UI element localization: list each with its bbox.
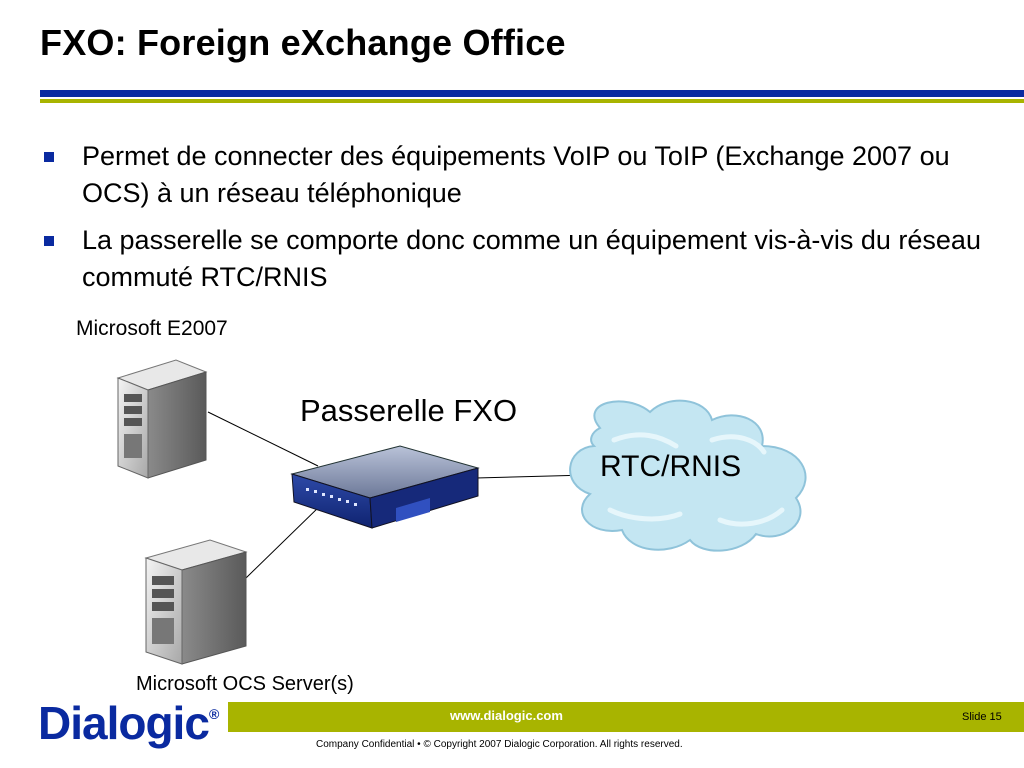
link-gateway-cloud: [475, 474, 589, 479]
bullet-text: Permet de connecter des équipements VoIP…: [82, 141, 950, 208]
title-rule-olive: [40, 99, 1024, 103]
link-e2007-gateway: [207, 411, 319, 467]
slide-number: Slide 15: [962, 711, 1002, 723]
gateway-device-icon: [290, 445, 480, 529]
server-top-label: Microsoft E2007: [76, 317, 228, 340]
title-rule-blue: [40, 90, 1024, 97]
logo-text: Dialogic: [38, 697, 210, 749]
gateway-label: Passerelle FXO: [300, 393, 518, 428]
bullet-list: Permet de connecter des équipements VoIP…: [42, 138, 1002, 306]
bullet-item: Permet de connecter des équipements VoIP…: [42, 138, 1002, 212]
square-bullet-icon: [44, 152, 54, 162]
dialogic-logo: Dialogic®: [38, 696, 219, 750]
server-bottom-label: Microsoft OCS Server(s): [136, 673, 354, 695]
footer-bar: [228, 702, 1024, 732]
network-cloud-icon: [569, 399, 807, 552]
square-bullet-icon: [44, 236, 54, 246]
server-icon: [116, 359, 208, 479]
slide-title: FXO: Foreign eXchange Office: [40, 22, 566, 63]
cloud-label: RTC/RNIS: [600, 450, 742, 483]
server-icon: [144, 539, 248, 665]
bullet-text: La passerelle se comporte donc comme un …: [82, 225, 981, 292]
registered-mark: ®: [208, 706, 219, 722]
copyright-notice: Company Confidential • © Copyright 2007 …: [316, 739, 683, 750]
link-ocs-gateway: [245, 503, 323, 579]
bullet-item: La passerelle se comporte donc comme un …: [42, 222, 1002, 296]
footer-url-link[interactable]: www.dialogic.com: [450, 708, 563, 723]
